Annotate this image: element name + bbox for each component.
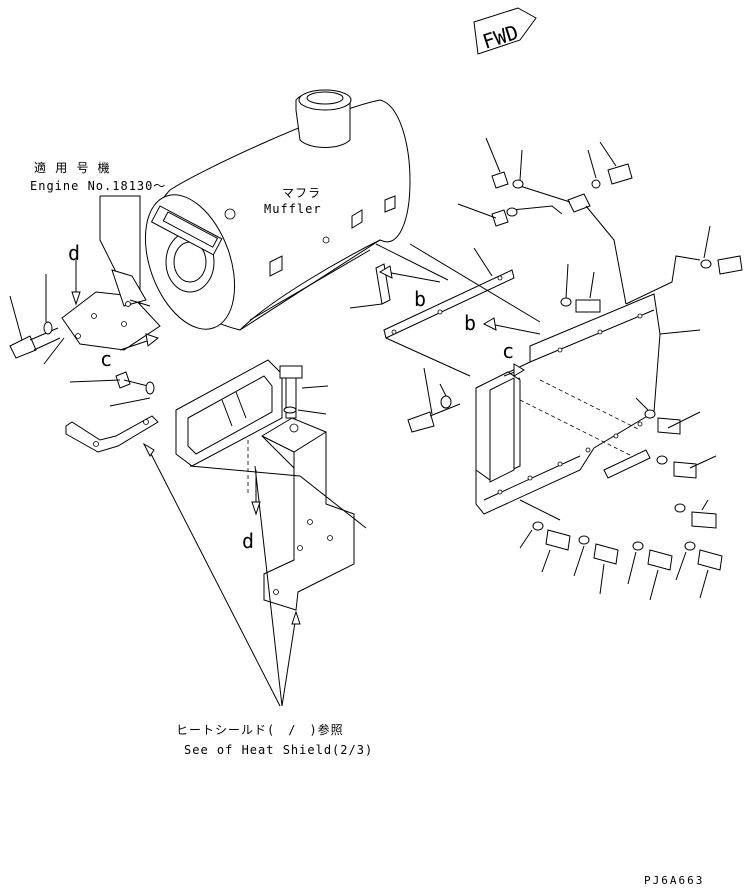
left-mount-bracket [61,195,161,351]
callout-b-lower: b [464,311,476,335]
callout-b-upper: b [414,287,426,311]
muffler [144,89,411,331]
left-bolt-set [9,274,65,365]
center-support-bracket [247,417,355,611]
center-bolt-set [69,365,329,419]
serial-label-en: Engine No.18130～ [30,179,166,193]
callout-arrows [71,260,541,516]
fwd-arrow: FWD [473,7,537,55]
drawing-code: PJ6A663 [644,874,704,887]
muffler-label-en: Muffler [264,202,322,216]
serial-label-jp: 適 用 号 機 [34,160,111,175]
muffler-label-jp: マフラ [282,186,321,200]
callout-d-bottom: d [242,529,254,553]
top-right-fasteners [457,137,743,313]
bottom-right-bolt-set [519,499,723,601]
right-side-bolt-set [407,329,717,529]
callout-d-top: d [68,241,80,265]
heat-shield-ref-en: See of Heat Shield(2/3) [184,743,373,757]
center-gasket-frame [175,359,367,529]
callout-c-right: c [502,339,514,363]
pipe-bracket [65,415,159,453]
heat-shield-ref-jp: ヒートシールド( / )参照 [176,722,344,737]
right-clip-set [511,185,701,479]
strap-bar-b [349,243,541,377]
callout-c-left: c [100,347,112,371]
heat-shield-leaders [142,442,301,707]
right-heat-shield-panel [475,293,661,515]
